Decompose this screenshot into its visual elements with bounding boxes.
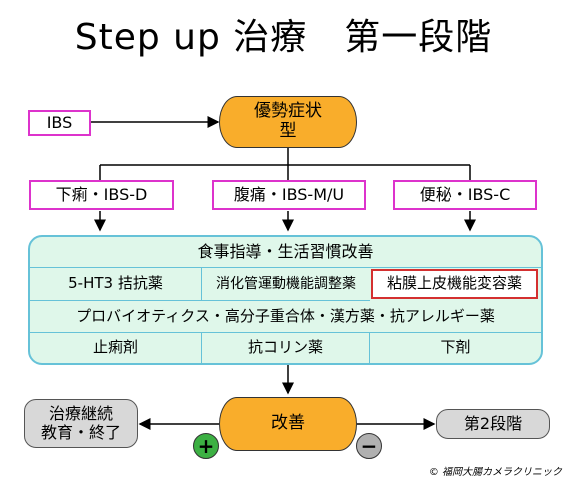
ibs-box: IBS xyxy=(28,110,91,136)
page-title: Step up 治療 第一段階 xyxy=(74,17,493,58)
copyright-credit: © 福岡大腸カメラクリニック xyxy=(428,467,562,478)
drug-5ht3-antagonist: 5-HT3 拮抗薬 xyxy=(30,268,202,301)
drug-laxative: 下剤 xyxy=(440,338,471,357)
treatment-panel: 食事指導・生活習慣改善 5-HT3 拮抗薬 消化管運動機能調整薬 粘膜上皮機能変… xyxy=(28,235,543,365)
drug-anticholinergic: 抗コリン薬 xyxy=(202,333,370,363)
subtype-ibs-c: 便秘・IBS-C xyxy=(393,180,537,210)
drug-antidiarrheal: 止痢剤 xyxy=(30,333,202,363)
minus-icon: − xyxy=(356,433,382,459)
stage-two-box: 第2段階 xyxy=(436,409,550,439)
panel-header: 食事指導・生活習慣改善 xyxy=(30,237,541,268)
symptom-type-node: 優勢症状 型 xyxy=(219,96,357,148)
subtype-ibs-d: 下痢・IBS-D xyxy=(29,180,174,210)
plus-icon: + xyxy=(193,433,219,459)
improvement-node: 改善 xyxy=(219,397,357,451)
continue-treatment-box: 治療継続 教育・終了 xyxy=(24,399,138,448)
drug-motility-regulator: 消化管運動機能調整薬 xyxy=(202,268,370,301)
drug-mucosal-modulator: 粘膜上皮機能変容薬 xyxy=(371,269,538,299)
drug-row-probiotics: プロバイオティクス・高分子重合体・漢方薬・抗アレルギー薬 xyxy=(30,301,541,333)
subtype-ibs-m-u: 腹痛・IBS-M/U xyxy=(212,180,366,210)
